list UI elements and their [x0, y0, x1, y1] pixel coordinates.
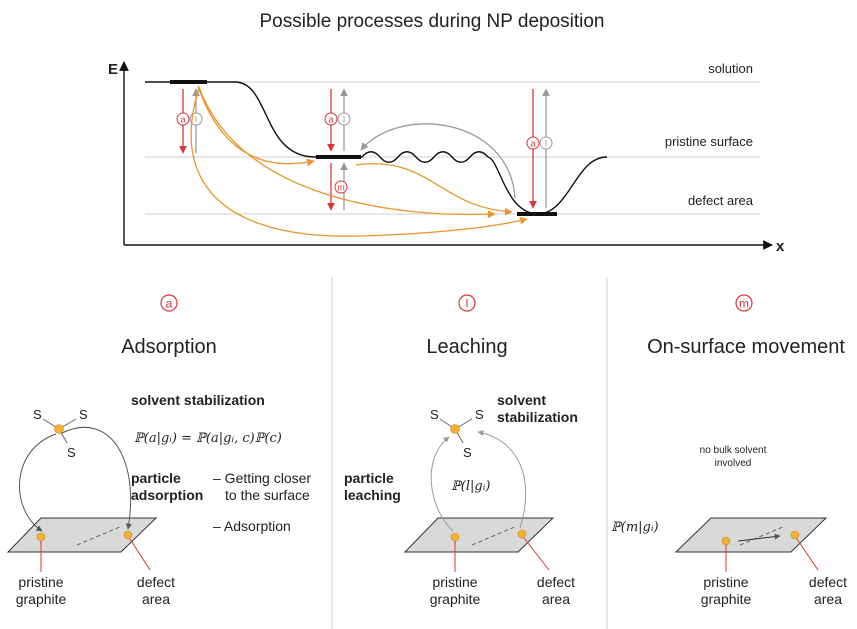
graphite-plate: [403, 517, 555, 553]
adsorption-arrow-right: [61, 426, 132, 530]
adsorption-marker: [160, 294, 178, 312]
dashed-boundary: [76, 525, 123, 546]
adsorption-particle-label-1: particle: [131, 470, 181, 486]
graphite-plate: [6, 517, 158, 553]
movement-marker-label: m: [739, 297, 749, 311]
solvent-s: S: [79, 407, 88, 422]
leaching-solvent-label-2: stabilization: [497, 409, 578, 425]
defect-level-label: defect area: [688, 193, 754, 208]
adsorption-formula: ℙ(a|gᵢ) = ℙ(a|gᵢ, c)ℙ(c): [134, 431, 282, 446]
particle-pristine: [450, 532, 460, 542]
energy-diagram: E x solution pristine surface defect are…: [108, 61, 785, 255]
marker-l-2-label: l: [343, 115, 345, 125]
marker-a-3-label: a: [530, 139, 535, 149]
pristine-label-1: pristine: [703, 574, 748, 590]
orange-arrow-to-defect-2: [190, 87, 528, 237]
adsorption-step2: – Adsorption: [213, 518, 291, 534]
marker-a-1: [176, 112, 190, 126]
solvent-s: S: [463, 445, 472, 460]
nanoparticle: [450, 424, 460, 434]
adsorption-title: Adsorption: [121, 336, 217, 358]
marker-l-3-label: l: [545, 139, 547, 149]
marker-a-2: [324, 112, 338, 126]
pristine-label-2: graphite: [16, 591, 67, 607]
solvent-s: S: [430, 407, 439, 422]
defect-label-2: area: [814, 591, 842, 607]
pristine-label-2: graphite: [701, 591, 752, 607]
marker-a-1-label: a: [180, 115, 185, 125]
dashed-boundary: [739, 525, 786, 546]
figure-title: Possible processes during NP deposition: [259, 11, 604, 32]
marker-a-3: [526, 136, 540, 150]
pristine-label-1: pristine: [18, 574, 63, 590]
adsorption-solvent-label: solvent stabilization: [131, 392, 265, 408]
leaching-particle-label-2: leaching: [344, 487, 401, 503]
movement-arrow: [737, 533, 781, 542]
movement-note-2: involved: [715, 458, 752, 469]
pointer-defect: [523, 537, 550, 571]
defect-label-2: area: [542, 591, 570, 607]
movement-marker: [735, 294, 753, 312]
solvent-s: S: [67, 445, 76, 460]
orange-arrow-to-defect-1: [198, 86, 496, 219]
leaching-formula: ℙ(l|gᵢ): [451, 479, 490, 494]
particle-defect: [517, 529, 527, 539]
movement-formula: ℙ(m|gᵢ): [611, 520, 659, 535]
leaching-marker-label: l: [466, 297, 469, 311]
leaching-curve-arrow: [360, 123, 516, 199]
dashed-boundary: [471, 525, 518, 546]
particle-pristine: [36, 532, 46, 542]
particle-pristine: [721, 536, 731, 546]
movement-note-1: no bulk solvent: [700, 445, 767, 456]
orange-arrow-pristine-to-defect: [355, 163, 513, 216]
graphite-plate: [674, 517, 828, 553]
y-axis-label: E: [108, 61, 118, 78]
nanoparticle: [54, 424, 64, 434]
pointer-defect: [129, 538, 151, 571]
marker-l-3: [539, 136, 553, 150]
movement-title: On-surface movement: [647, 336, 845, 358]
solution-level-label: solution: [708, 61, 753, 76]
particle-defect: [790, 530, 800, 540]
adsorption-step1-line2: to the surface: [225, 487, 310, 503]
defect-label-1: defect: [809, 574, 847, 590]
pointer-defect: [796, 538, 819, 571]
adsorption-step1-line1: – Getting closer: [213, 470, 311, 486]
solvent-s: S: [33, 407, 42, 422]
defect-label-1: defect: [537, 574, 575, 590]
pristine-level-label: pristine surface: [665, 134, 753, 149]
x-axis-label: x: [776, 238, 785, 255]
leaching-particle-label-1: particle: [344, 470, 394, 486]
adsorption-arrow-left: [19, 433, 57, 532]
marker-l-2: [337, 112, 351, 126]
movement-panel: m On-surface movement no bulk solvent in…: [611, 294, 847, 607]
particle-defect: [123, 530, 133, 540]
marker-l-1-label: l: [195, 115, 197, 125]
marker-a-2-label: a: [328, 115, 333, 125]
defect-label-1: defect: [137, 574, 175, 590]
leaching-title: Leaching: [426, 336, 507, 358]
adsorption-panel: a Adsorption solvent stabilization S S S…: [6, 294, 311, 607]
defect-label-2: area: [142, 591, 170, 607]
marker-m-1-label: m: [337, 183, 345, 193]
energy-curve: [145, 81, 608, 215]
marker-m-1: [334, 180, 348, 194]
adsorption-marker-label: a: [166, 297, 173, 311]
pristine-label-1: pristine: [432, 574, 477, 590]
leaching-marker: [458, 294, 476, 312]
orange-arrow-to-pristine: [197, 85, 315, 167]
leaching-arrow-right: [477, 430, 527, 529]
leaching-panel: l Leaching solvent stabilization S S S p…: [344, 294, 578, 607]
pristine-label-2: graphite: [430, 591, 481, 607]
leaching-arrow-left: [430, 436, 454, 532]
adsorption-particle-label-2: adsorption: [131, 487, 203, 503]
leaching-solvent-label-1: solvent: [497, 392, 546, 408]
solvent-s: S: [475, 407, 484, 422]
